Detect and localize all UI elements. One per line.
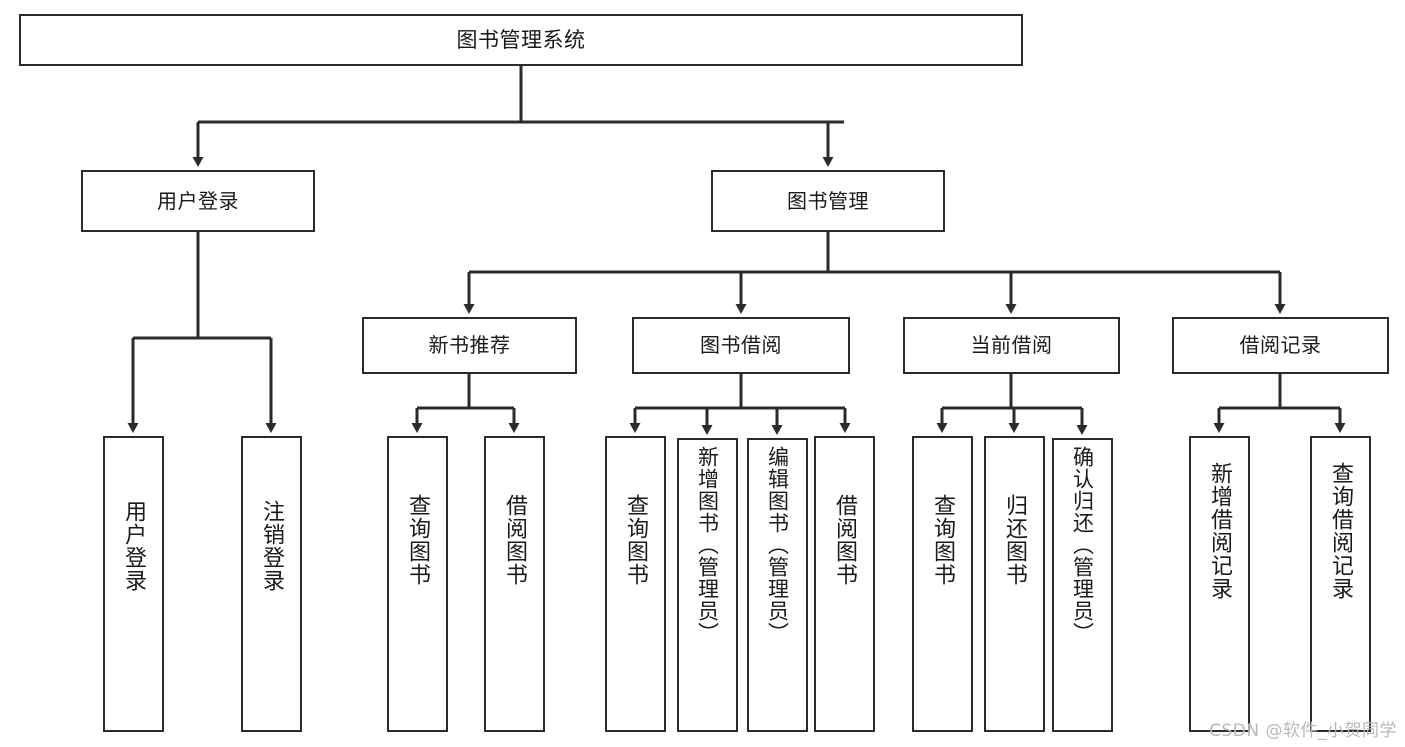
- node-leaf-logout-login[interactable]: 注销登录: [241, 436, 302, 732]
- node-root-label: 图书管理系统: [456, 27, 586, 52]
- node-leaf-confirm-return-label: 确认归还（管理员）: [1070, 446, 1095, 644]
- node-leaf-user-login-label: 用户登录: [121, 500, 147, 592]
- node-leaf-edit-book-admin-label: 编辑图书（管理员）: [765, 446, 790, 644]
- node-leaf-query-book-3[interactable]: 查询图书: [912, 436, 973, 732]
- node-current-borrow[interactable]: 当前借阅: [903, 317, 1120, 374]
- node-leaf-confirm-return[interactable]: 确认归还（管理员）: [1052, 438, 1113, 732]
- node-leaf-logout-login-label: 注销登录: [259, 500, 285, 592]
- node-book-manage-label: 图书管理: [787, 188, 869, 213]
- node-current-borrow-label: 当前借阅: [970, 333, 1053, 357]
- node-leaf-edit-book-admin[interactable]: 编辑图书（管理员）: [747, 438, 808, 732]
- node-root[interactable]: 图书管理系统: [19, 14, 1023, 66]
- node-leaf-return-book-label: 归还图书: [1002, 494, 1028, 586]
- node-leaf-borrow-book-2[interactable]: 借阅图书: [814, 436, 875, 732]
- node-book-borrow[interactable]: 图书借阅: [632, 317, 850, 374]
- node-leaf-return-book[interactable]: 归还图书: [984, 436, 1045, 732]
- node-borrow-record-label: 借阅记录: [1239, 333, 1322, 357]
- node-leaf-borrow-book-1-label: 借阅图书: [502, 494, 528, 586]
- node-leaf-query-book-2-label: 查询图书: [623, 494, 649, 586]
- node-leaf-query-book-1-label: 查询图书: [405, 494, 431, 586]
- node-leaf-query-book-3-label: 查询图书: [930, 494, 956, 586]
- node-borrow-record[interactable]: 借阅记录: [1172, 317, 1389, 374]
- node-leaf-query-book-2[interactable]: 查询图书: [605, 436, 666, 732]
- node-user-login-label: 用户登录: [157, 188, 239, 213]
- node-leaf-query-record-label: 查询借阅记录: [1328, 462, 1354, 600]
- node-leaf-borrow-book-2-label: 借阅图书: [832, 494, 858, 586]
- node-book-manage[interactable]: 图书管理: [711, 170, 945, 232]
- node-leaf-borrow-book-1[interactable]: 借阅图书: [484, 436, 545, 732]
- node-leaf-add-book-admin[interactable]: 新增图书（管理员）: [677, 438, 738, 732]
- node-leaf-user-login[interactable]: 用户登录: [103, 436, 164, 732]
- watermark: CSDN @软件_小贺同学: [1209, 721, 1397, 741]
- node-new-book-rec-label: 新书推荐: [428, 333, 511, 357]
- node-leaf-query-record[interactable]: 查询借阅记录: [1310, 436, 1371, 732]
- node-leaf-add-book-admin-label: 新增图书（管理员）: [695, 446, 720, 644]
- node-leaf-add-record-label: 新增借阅记录: [1207, 462, 1233, 600]
- node-leaf-add-record[interactable]: 新增借阅记录: [1189, 436, 1250, 732]
- node-user-login[interactable]: 用户登录: [81, 170, 315, 232]
- node-book-borrow-label: 图书借阅: [700, 333, 782, 357]
- node-new-book-rec[interactable]: 新书推荐: [362, 317, 577, 374]
- node-leaf-query-book-1[interactable]: 查询图书: [387, 436, 448, 732]
